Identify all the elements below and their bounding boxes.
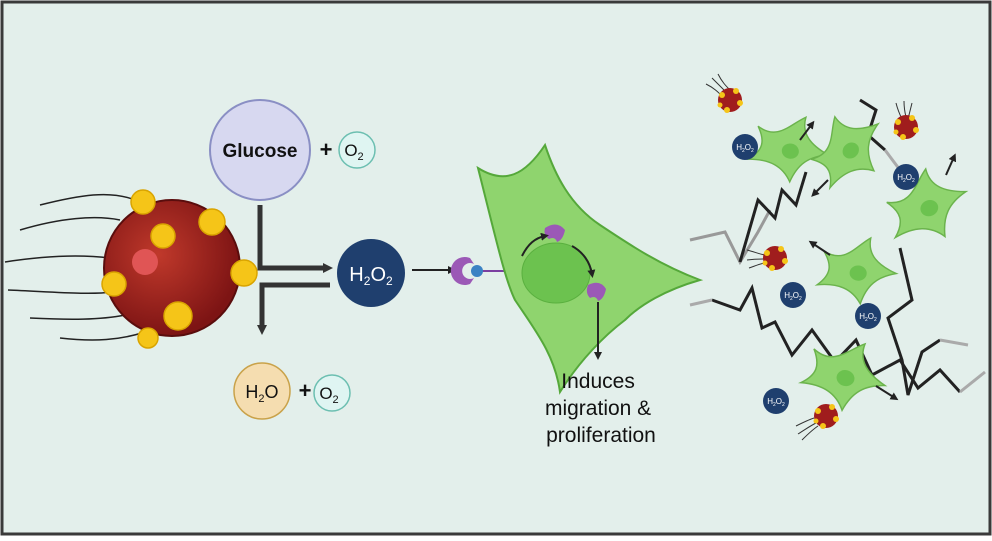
reaction-arrows: [257, 205, 333, 335]
result-line-1: Induces: [561, 370, 635, 393]
m5-h: H: [767, 397, 773, 406]
h2o-sub: 2: [258, 393, 264, 405]
receptor-icon: [450, 257, 520, 286]
small-particles: [705, 73, 919, 441]
h2o-o: O: [265, 382, 279, 402]
m5-s1: 2: [773, 402, 776, 408]
m3-h: H: [784, 291, 790, 300]
h2o2-o: O: [370, 264, 386, 286]
result-line-2: migration &: [545, 397, 651, 420]
enzyme-icon: [544, 224, 606, 301]
svg-text:H2O2: H2O2: [349, 264, 393, 288]
m4-h: H: [859, 312, 865, 321]
m5-o: O: [776, 397, 782, 406]
o2-product: O2: [313, 374, 351, 412]
h2o2-molecule-icon: H2O2 H2O2 H2O2 H2O2 H2O2: [732, 134, 919, 414]
m1-s1: 2: [742, 148, 745, 154]
result-label: Induces migration & proliferation: [545, 370, 657, 447]
m1-o: O: [745, 143, 751, 152]
glucose-label: Glucose: [223, 141, 298, 162]
nanomotor-particle-icon: [4, 189, 258, 349]
svg-text:H2O2: H2O2: [859, 312, 877, 323]
m5-s2: 2: [782, 402, 785, 408]
h2o2-product: H2O2: [337, 239, 405, 307]
plus-sign-2: +: [299, 378, 312, 403]
svg-text:O2: O2: [344, 141, 363, 163]
plus-sign-1: +: [320, 137, 333, 162]
h2o2-h: H: [349, 264, 363, 286]
svg-text:H2O2: H2O2: [767, 397, 785, 408]
m1-s2: 2: [751, 148, 754, 154]
m4-o: O: [868, 312, 874, 321]
m3-s2: 2: [799, 296, 802, 302]
o2-sub-2: 2: [333, 394, 339, 406]
m4-s1: 2: [865, 317, 868, 323]
m2-o: O: [906, 173, 912, 182]
m2-s1: 2: [903, 178, 906, 184]
result-line-3: proliferation: [546, 424, 656, 447]
m3-o: O: [793, 291, 799, 300]
m1-h: H: [736, 143, 742, 152]
glucose-reactant: Glucose: [209, 99, 311, 201]
svg-text:H2O2: H2O2: [736, 143, 754, 154]
h2o2-sub-2: 2: [386, 274, 393, 288]
svg-text:O2: O2: [319, 384, 338, 406]
cell-icon: [476, 142, 704, 395]
o2-sub-1: 2: [358, 151, 364, 163]
svg-text:H2O2: H2O2: [784, 291, 802, 302]
svg-text:H2O2: H2O2: [897, 173, 915, 184]
svg-text:H2O: H2O: [245, 382, 278, 405]
o2-o-2: O: [319, 384, 332, 403]
migration-arrows: [799, 120, 957, 401]
o2-reactant: O2: [338, 131, 376, 169]
h2o2-sub-1: 2: [364, 274, 371, 288]
fiber-icon: [689, 98, 986, 396]
m2-h: H: [897, 173, 903, 182]
h2o-h: H: [245, 382, 258, 402]
cell-signal-arrows: [521, 232, 602, 360]
m4-s2: 2: [874, 317, 877, 323]
m2-s2: 2: [912, 178, 915, 184]
h2o-product: H2O: [233, 362, 291, 420]
o2-o-1: O: [344, 141, 357, 160]
m3-s1: 2: [790, 296, 793, 302]
